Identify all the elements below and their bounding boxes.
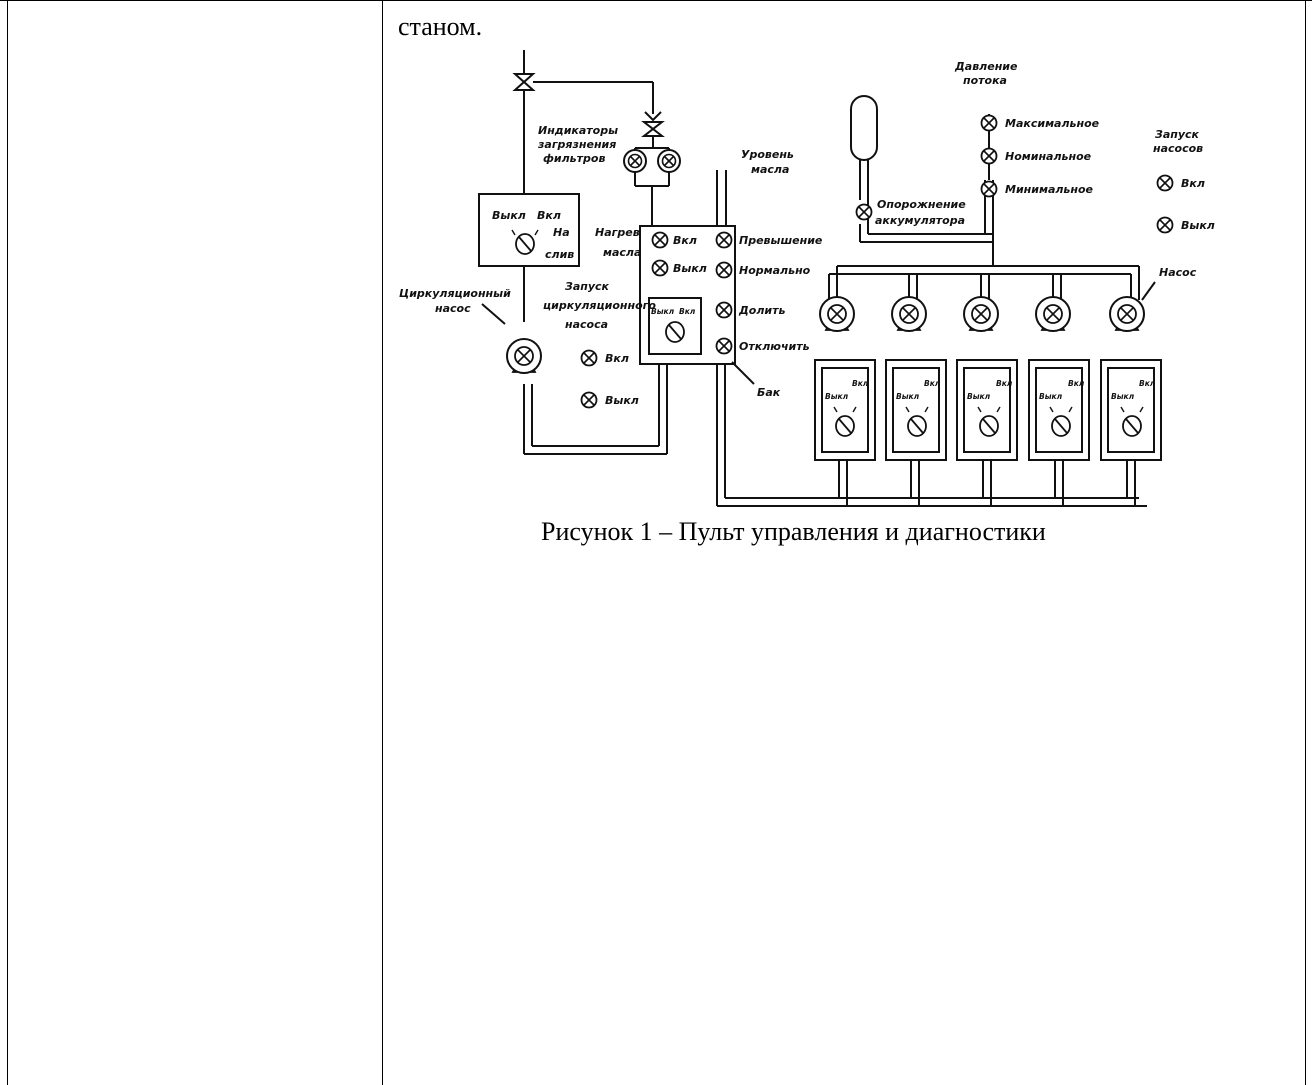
- label-flow-pressure-1: Давление: [954, 60, 1018, 73]
- label-oil-heating-2: масла: [603, 246, 641, 259]
- label-accum-1: Опорожнение: [877, 198, 966, 211]
- unit5-on: Вкл: [1139, 379, 1156, 388]
- label-circ-on: Вкл: [605, 352, 629, 365]
- unit2-off: Выкл: [896, 392, 920, 401]
- unit2-on: Вкл: [924, 379, 941, 388]
- label-pump-start-2: насосов: [1153, 142, 1203, 155]
- label-heat-on: Вкл: [673, 234, 697, 247]
- filter-indicator-lamps: [623, 149, 681, 173]
- table-left-border: [7, 1, 8, 1085]
- unit4-on: Вкл: [1068, 379, 1085, 388]
- label-box-on: Вкл: [537, 209, 561, 222]
- label-indicators-3: фильтров: [543, 152, 605, 165]
- label-oil-level-1: Уровень: [741, 148, 794, 161]
- control-panel-diagram: Индикаторы загрязнения фильтров Уровень …: [399, 50, 1215, 507]
- label-disable: Отключить: [739, 340, 810, 353]
- label-oil-heating-1: Нагрев: [595, 226, 640, 239]
- label-circ-off: Выкл: [605, 394, 639, 407]
- label-heat-off: Выкл: [673, 262, 707, 275]
- label-circ-pump-2: насос: [435, 302, 471, 315]
- unit3-off: Выкл: [967, 392, 991, 401]
- unit1-off: Выкл: [825, 392, 849, 401]
- label-pump: Насос: [1159, 266, 1197, 279]
- table-column-divider: [382, 1, 383, 1085]
- label-box-off: Выкл: [492, 209, 526, 222]
- label-pump-start-1: Запуск: [1155, 128, 1200, 141]
- label-flow-pressure-2: потока: [963, 74, 1007, 87]
- label-indicators-2: загрязнения: [537, 138, 616, 151]
- label-to-drain-1: На: [553, 226, 570, 239]
- label-tank-knob-off: Выкл: [651, 307, 675, 316]
- label-oil-level-2: масла: [751, 163, 789, 176]
- label-accum-2: аккумулятора: [875, 214, 965, 227]
- lead-text: станом.: [398, 12, 483, 41]
- unit5-off: Выкл: [1111, 392, 1135, 401]
- unit1-on: Вкл: [852, 379, 869, 388]
- label-to-drain-2: слив: [545, 248, 574, 261]
- label-pump-start-on: Вкл: [1181, 177, 1205, 190]
- label-pump-start-off: Выкл: [1181, 219, 1215, 232]
- label-circ-start-3: насоса: [565, 318, 608, 331]
- label-indicators-1: Индикаторы: [538, 124, 618, 137]
- unit4-off: Выкл: [1039, 392, 1063, 401]
- table-right-border: [1305, 1, 1306, 1085]
- unit3-on: Вкл: [996, 379, 1013, 388]
- label-top-up: Долить: [738, 304, 785, 317]
- label-tank: Бак: [757, 386, 781, 399]
- label-normal: Нормально: [739, 264, 811, 277]
- label-excess: Превышение: [739, 234, 823, 247]
- figure-caption: Рисунок 1 – Пульт управления и диагности…: [541, 517, 1046, 546]
- label-tank-knob-on: Вкл: [679, 307, 696, 316]
- label-nominal: Номинальное: [1005, 150, 1092, 163]
- control-panel-figure: Индикаторы загрязнения фильтров Уровень …: [397, 44, 1221, 512]
- label-circ-start-1: Запуск: [565, 280, 610, 293]
- label-circ-start-2: циркуляционного: [543, 299, 656, 312]
- label-circ-pump-1: Циркуляционный: [399, 287, 511, 300]
- label-min: Минимальное: [1005, 183, 1094, 196]
- label-max: Максимальное: [1005, 117, 1100, 130]
